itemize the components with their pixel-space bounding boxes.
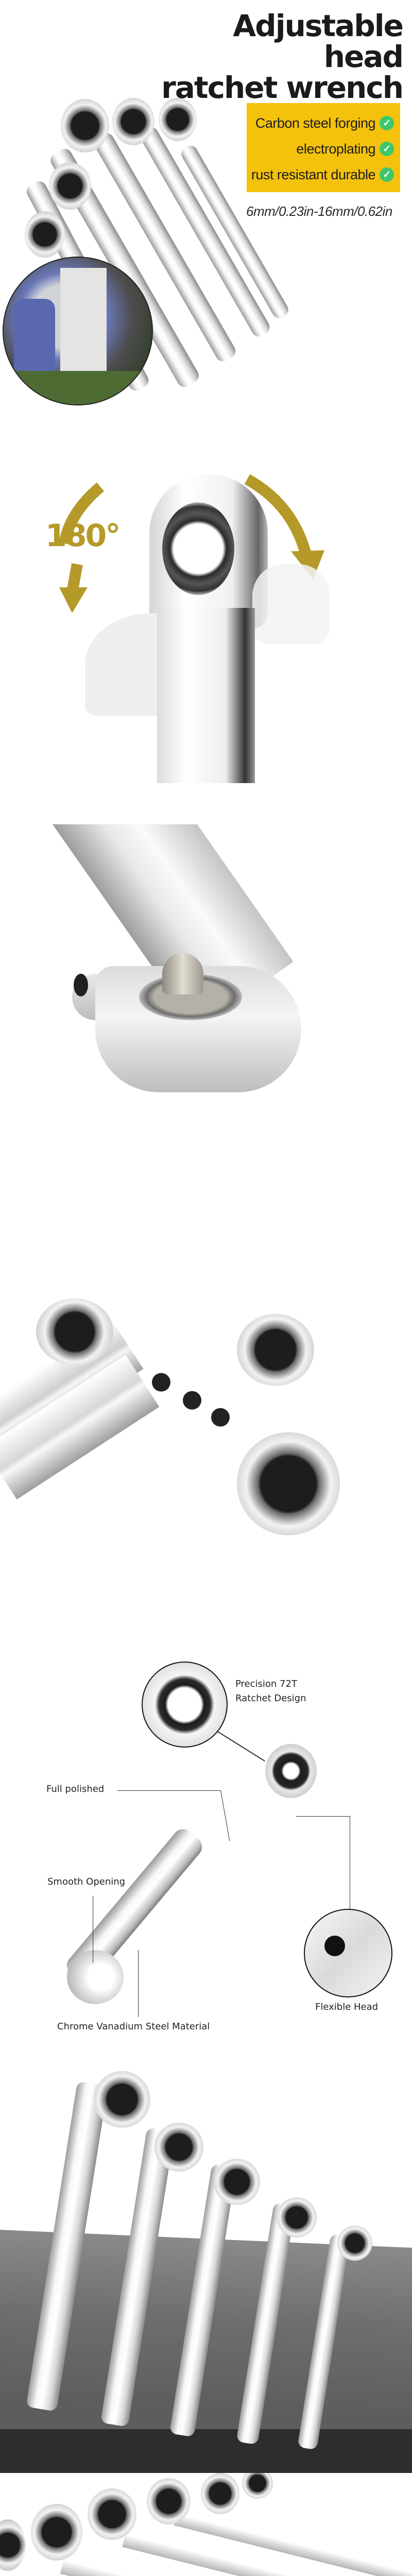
ratchet-ring	[162, 502, 234, 595]
feature-item: rust resistant durable ✓	[247, 162, 394, 188]
ring-head	[337, 2226, 372, 2261]
feature-list: Carbon steel forging ✓ electroplating ✓ …	[247, 103, 400, 192]
bolt-icon	[162, 953, 203, 994]
rotation-angle-label: 180°	[45, 518, 121, 554]
flex-head-zoom-circle	[304, 1909, 392, 1997]
pivot-pin-icon	[152, 1373, 170, 1392]
check-circle-icon: ✓	[380, 116, 394, 130]
heads-row-section	[0, 2473, 412, 2576]
ring-head	[237, 1432, 340, 1535]
stacked-heads-section	[0, 1236, 412, 1638]
callout-polished: Full polished	[46, 1784, 105, 1794]
leader-line	[220, 1790, 230, 1841]
callout-material: Chrome Vanadium Steel Material	[57, 2021, 210, 2032]
leader-line	[216, 1731, 265, 1762]
title-line-1: Adjustable head	[233, 8, 404, 74]
hero-section: Adjustable head ratchet wrench Carbon st…	[0, 0, 412, 464]
ring-head	[147, 2478, 191, 2524]
rotation-arrow-right-icon	[244, 474, 324, 580]
feature-label: rust resistant durable	[251, 166, 376, 182]
ring-head	[277, 2197, 317, 2238]
pivot-pin-icon	[324, 1936, 345, 1956]
callout-opening: Smooth Opening	[47, 1876, 126, 1887]
feature-label: electroplating	[296, 141, 375, 157]
ring-head	[265, 1744, 317, 1798]
leader-line	[138, 1950, 139, 2017]
ring-head	[214, 2159, 260, 2205]
ring-head	[94, 2071, 150, 2128]
pin-hole-icon	[74, 974, 88, 996]
pivot-pin-icon	[211, 1408, 230, 1427]
callout-line: Ratchet Design	[235, 1693, 306, 1704]
open-end	[67, 1950, 124, 2004]
ratchet-zoom-circle	[142, 1662, 228, 1748]
ring-head	[201, 2473, 239, 2514]
check-circle-icon: ✓	[380, 167, 394, 182]
diagram-section: Precision 72T Ratchet Design Full polish…	[0, 1649, 412, 2056]
rack-section	[0, 2061, 412, 2473]
ring-head	[237, 1314, 314, 1386]
leader-line	[117, 1790, 220, 1791]
hero-title: Adjustable head ratchet wrench	[156, 8, 404, 105]
callout-line: Precision 72T	[235, 1679, 297, 1689]
closeup-section	[0, 824, 412, 1226]
feature-label: Carbon steel forging	[255, 115, 376, 131]
ring-head	[88, 2488, 136, 2540]
callout-flex: Flexible Head	[315, 2002, 379, 2012]
feature-item: electroplating ✓	[247, 136, 394, 162]
rotation-arrow-left-icon	[59, 482, 105, 613]
ring-head	[36, 1298, 113, 1365]
title-line-2: ratchet wrench	[161, 70, 404, 105]
callout-ratchet: Precision 72T Ratchet Design	[235, 1677, 306, 1706]
ring-head	[31, 2504, 82, 2561]
ring-head	[0, 2519, 26, 2571]
leader-line	[296, 1816, 350, 1817]
check-circle-icon: ✓	[380, 142, 394, 156]
size-range: 6mm/0.23in-16mm/0.62in	[246, 204, 392, 219]
feature-item: Carbon steel forging ✓	[247, 110, 394, 136]
pivot-pin-icon	[183, 1391, 201, 1410]
ring-head	[242, 2473, 273, 2499]
ring-head	[154, 2123, 203, 2172]
ac-repair-photo	[3, 257, 153, 405]
rotation-section: 180°	[0, 453, 412, 783]
